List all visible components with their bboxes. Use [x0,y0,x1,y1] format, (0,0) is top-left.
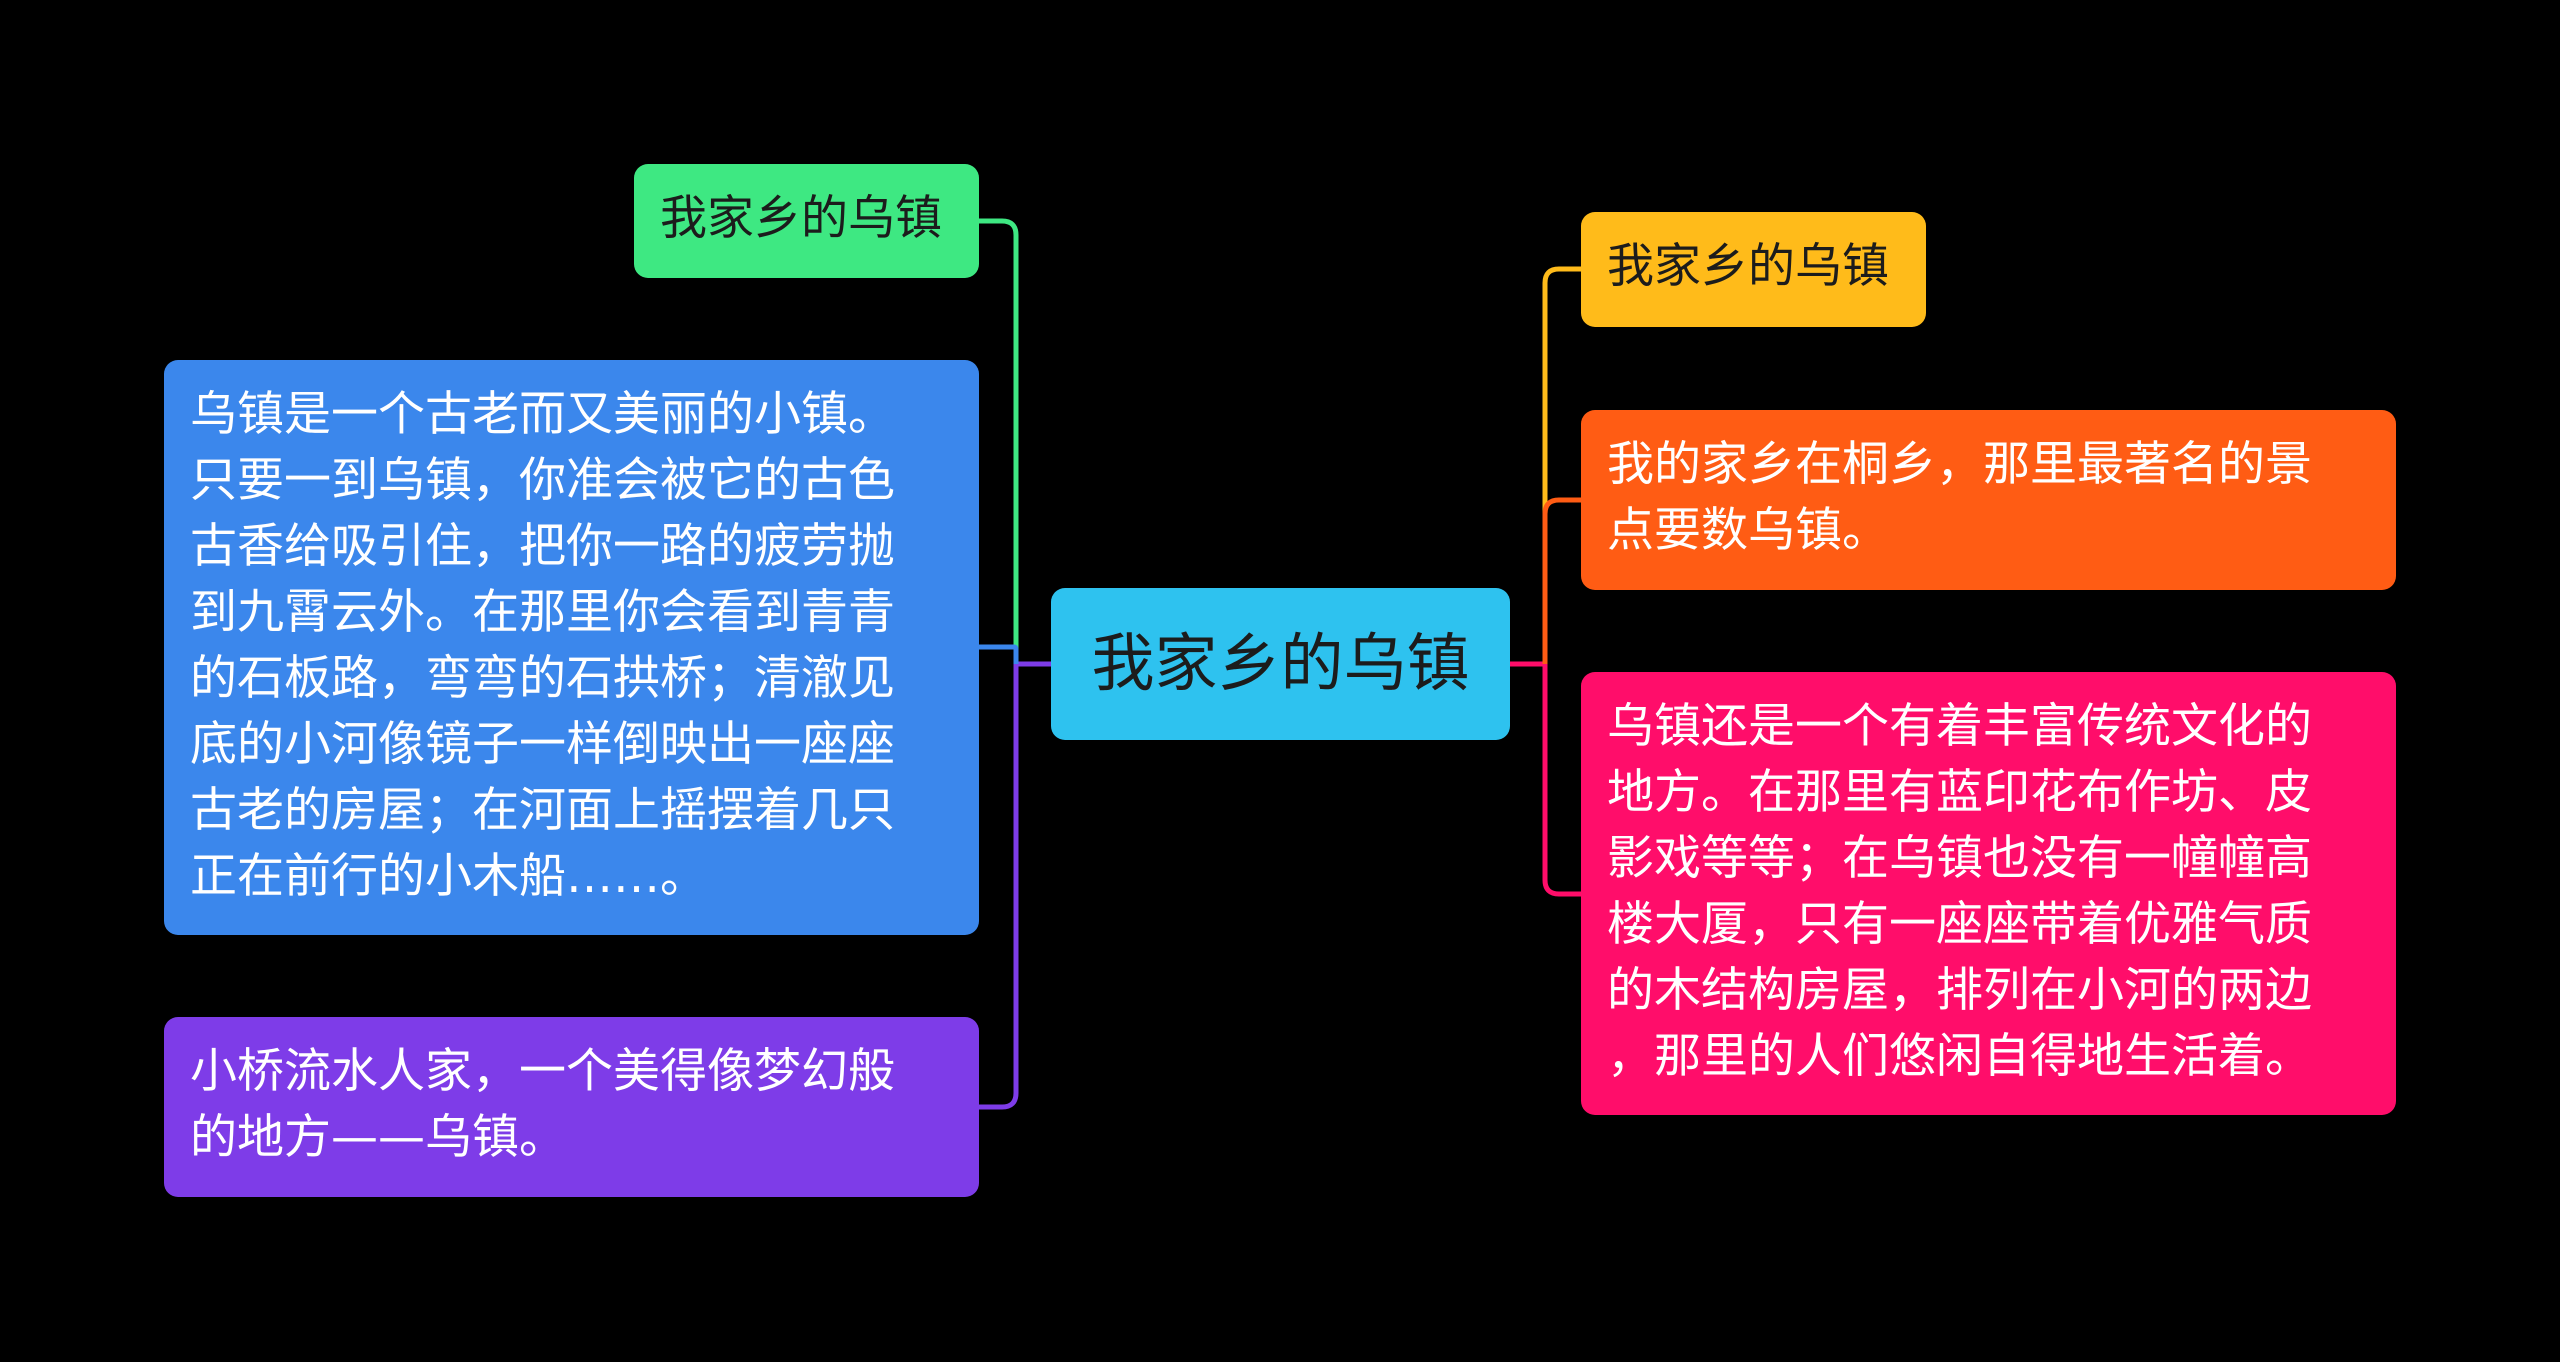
connector-left-summary [979,664,1019,1110]
central-topic-node[interactable]: 我家乡的乌镇 [1051,588,1510,740]
connector-right-culture [1542,664,1581,897]
right-culture-line: 的木结构房屋，排列在小河的两边 [1607,963,2312,1018]
connector-left-title [979,218,1019,664]
left-description-node[interactable]: 乌镇是一个古老而又美丽的小镇。 只要一到乌镇，你准会被它的古色 古香给吸引住，把… [164,360,979,935]
right-culture-line: 影戏等等；在乌镇也没有一幢幢高 [1607,831,2312,886]
left-summary-line: 的地方——乌镇。 [190,1110,566,1165]
left-description-line: 到九霄云外。在那里你会看到青青 [190,585,895,640]
right-culture-line: 楼大厦，只有一座座带着优雅气质 [1607,897,2312,952]
left-description-line: 古老的房屋；在河面上摇摆着几只 [190,783,895,838]
connector-right-title [1542,266,1581,664]
right-culture-node[interactable]: 乌镇还是一个有着丰富传统文化的 地方。在那里有蓝印花布作坊、皮 影戏等等；在乌镇… [1581,672,2396,1115]
left-description-line: 正在前行的小木船……。 [190,849,707,904]
right-title-node[interactable]: 我家乡的乌镇 [1581,212,1926,327]
central-topic-text: 我家乡的乌镇 [1091,627,1470,700]
right-culture-line: ，那里的人们悠闲自得地生活着。 [1607,1029,2312,1084]
right-hometown-line: 点要数乌镇。 [1607,503,1889,558]
connector-left-description [979,644,1019,664]
left-summary-line: 小桥流水人家，一个美得像梦幻般 [190,1044,895,1099]
right-culture-line: 地方。在那里有蓝印花布作坊、皮 [1607,765,2312,820]
left-description-line: 古香给吸引住，把你一路的疲劳抛 [190,519,895,574]
left-description-line: 的石板路，弯弯的石拱桥；清澈见 [190,651,895,706]
left-title-node[interactable]: 我家乡的乌镇 [634,164,979,278]
right-culture-line: 乌镇还是一个有着丰富传统文化的 [1607,699,2312,754]
left-title-text: 我家乡的乌镇 [660,191,942,246]
connector-right-hometown [1542,497,1581,664]
right-title-text: 我家乡的乌镇 [1607,239,1889,294]
right-hometown-line: 我的家乡在桐乡，那里最著名的景 [1607,437,2312,492]
left-summary-node[interactable]: 小桥流水人家，一个美得像梦幻般 的地方——乌镇。 [164,1017,979,1197]
left-description-line: 底的小河像镜子一样倒映出一座座 [190,717,895,772]
right-hometown-node[interactable]: 我的家乡在桐乡，那里最著名的景 点要数乌镇。 [1581,410,2396,590]
left-description-line: 只要一到乌镇，你准会被它的古色 [190,453,895,508]
left-description-line: 乌镇是一个古老而又美丽的小镇。 [190,387,895,442]
